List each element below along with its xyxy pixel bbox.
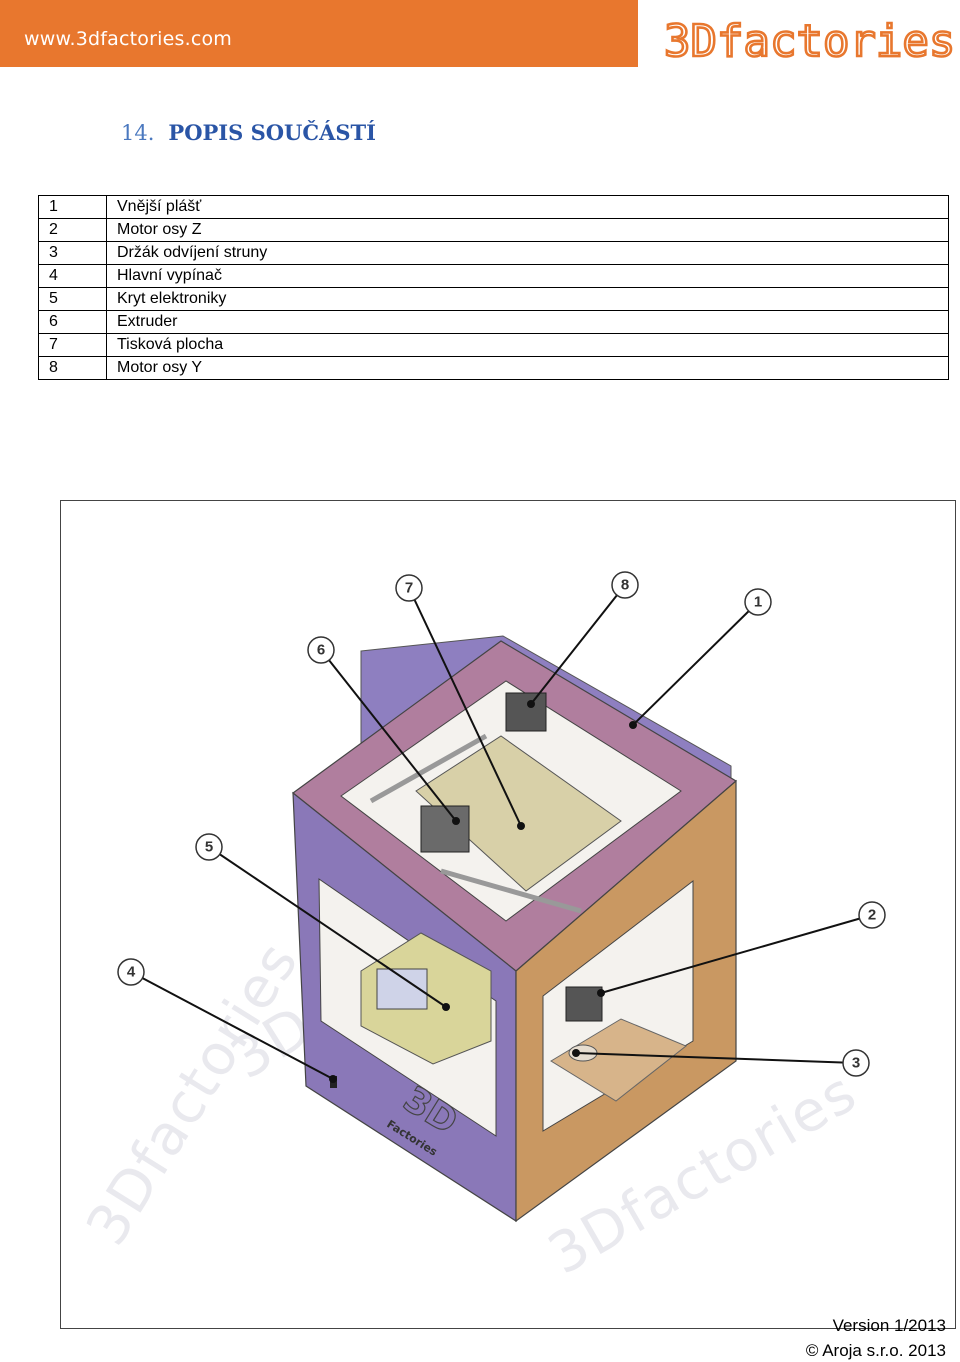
part-name: Vnější plášť (106, 195, 949, 219)
part-name: Motor osy Y (106, 356, 949, 380)
printer-illustration: 3D Factories 1 (117, 571, 886, 1223)
part-name: Kryt elektroniky (106, 287, 949, 311)
callout-label: 4 (127, 964, 136, 981)
callout-label: 1 (754, 594, 762, 611)
callout-8: 8 (611, 571, 639, 599)
callout-label: 3 (852, 1055, 860, 1072)
section-number: 14. (121, 121, 155, 145)
motor-y (505, 692, 547, 732)
callout-2: 2 (858, 901, 886, 929)
footer-copyright: © Aroja s.r.o. 2013 (805, 1341, 946, 1360)
part-number: 7 (38, 333, 107, 357)
section-title: 14. POPIS SOUČÁSTÍ (121, 120, 376, 145)
callout-3: 3 (842, 1049, 870, 1077)
callout-label: 8 (621, 577, 629, 594)
rod (369, 733, 488, 804)
callout-lines (130, 584, 873, 1080)
rod (440, 868, 582, 914)
part-name: Extruder (106, 310, 949, 334)
part-number: 5 (38, 287, 107, 311)
part-name: Tisková plocha (106, 333, 949, 357)
callout-dots (329, 700, 637, 1083)
callout-label: 5 (205, 839, 213, 856)
printer-figure: 3Dfactories 3Dfactories 3Dfactories (60, 500, 956, 1329)
part-number: 1 (38, 195, 107, 219)
inner-floor (550, 1018, 687, 1102)
callout-7: 7 (395, 574, 423, 602)
brand-logo-text: 3Dfactories (664, 16, 955, 67)
motor-z (565, 986, 603, 1022)
callout-1: 1 (744, 588, 772, 616)
callout-5: 5 (195, 833, 223, 861)
part-name: Motor osy Z (106, 218, 949, 242)
header-url[interactable]: www.3dfactories.com (24, 28, 233, 50)
section-heading: POPIS SOUČÁSTÍ (168, 120, 376, 145)
part-number: 3 (38, 241, 107, 265)
part-name: Držák odvíjení struny (106, 241, 949, 265)
part-number: 2 (38, 218, 107, 242)
brand-logo: 3Dfactories (663, 15, 957, 69)
callout-4: 4 (117, 958, 145, 986)
part-number: 8 (38, 356, 107, 380)
header-bar: www.3dfactories.com (0, 0, 638, 67)
callout-label: 7 (405, 580, 413, 597)
part-number: 4 (38, 264, 107, 288)
callout-6: 6 (307, 636, 335, 664)
part-name: Hlavní vypínač (106, 264, 949, 288)
footer-version: Version 1/2013 (832, 1316, 946, 1335)
print-bed (415, 735, 622, 892)
extruder (420, 805, 470, 853)
part-number: 6 (38, 310, 107, 334)
callout-label: 6 (317, 642, 325, 659)
callout-label: 2 (868, 907, 876, 924)
